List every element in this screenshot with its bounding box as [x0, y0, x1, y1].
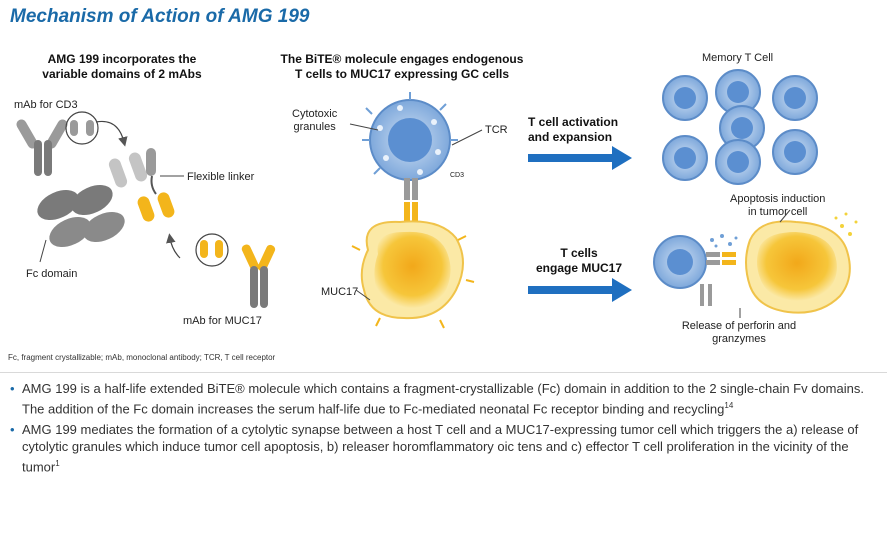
- label-memory-t-cell: Memory T Cell: [702, 52, 774, 64]
- tcr-pointer-line: [451, 129, 483, 146]
- label-muc17: MUC17: [321, 286, 359, 298]
- label-granules-line2: granules: [293, 121, 336, 133]
- label-tcr: TCR: [485, 124, 508, 136]
- label-fc-domain: Fc domain: [26, 268, 78, 280]
- arrow-cd3-to-linker: [95, 120, 128, 147]
- bullet-ref: 1: [55, 459, 60, 469]
- fc-domain-shape: [37, 184, 125, 248]
- panel1-heading: AMG 199 incorporates the variable domain…: [22, 52, 222, 82]
- mab-muc17-antibody: [195, 233, 276, 308]
- arrow2-label-line2: engage MUC17: [535, 261, 623, 275]
- granules-pointer-line: [349, 123, 379, 131]
- arrow2-label-line1: T cells: [560, 246, 598, 260]
- footnote: Fc, fragment crystallizable; mAb, monocl…: [8, 353, 276, 362]
- muc17-pointer-line: [355, 289, 371, 301]
- arrow-activation: [528, 146, 632, 170]
- label-apoptosis: Apoptosis induction in tumor cell: [730, 193, 825, 219]
- bite-bridge: [404, 178, 418, 222]
- divider: [0, 372, 887, 373]
- label-apoptosis-line1: Apoptosis induction: [730, 193, 826, 205]
- label-flexible-linker: Flexible linker: [187, 171, 255, 183]
- arrow2-label: T cells engage MUC17: [524, 246, 634, 276]
- bullet-text: AMG 199 mediates the formation of a cyto…: [22, 422, 859, 475]
- page-title: Mechanism of Action of AMG 199: [10, 6, 310, 27]
- label-mab-muc17: mAb for MUC17: [183, 315, 262, 327]
- label-cytotoxic-granules: Cytotoxic granules: [292, 108, 337, 134]
- mechanism-illustration: [16, 69, 858, 329]
- cd3-highlight-circle: [65, 111, 99, 145]
- bullet-list: •AMG 199 is a half-life extended BiTE® m…: [8, 380, 878, 480]
- arrow1-label: T cell activation and expansion: [528, 115, 643, 145]
- synapse-t-cell: [653, 235, 707, 289]
- fc-pointer-line: [39, 239, 47, 263]
- label-apoptosis-line2: in tumor cell: [748, 206, 808, 218]
- label-release-line1: Release of perforin and: [681, 320, 797, 332]
- panel1-heading-line1: AMG 199 incorporates the: [47, 52, 197, 66]
- bullet-ref: 14: [724, 401, 734, 410]
- label-mab-cd3: mAb for CD3: [14, 99, 78, 111]
- bullet-text: AMG 199 is a half-life extended BiTE® mo…: [22, 381, 864, 417]
- bullet-item: •AMG 199 is a half-life extended BiTE® m…: [10, 381, 864, 417]
- arrow1-label-line1: T cell activation: [528, 115, 619, 129]
- arrow1-label-line2: and expansion: [528, 130, 613, 144]
- label-granules-line1: Cytotoxic: [292, 108, 338, 120]
- panel2-heading: The BiTE® molecule engages endogenous T …: [262, 52, 542, 82]
- panel1-heading-line2: variable domains of 2 mAbs: [42, 67, 202, 81]
- synapse-bite: [700, 252, 736, 306]
- apoptosis-pointer-line: [779, 209, 791, 223]
- muc17-highlight-circle: [195, 233, 229, 267]
- memory-t-cell-cluster: [662, 69, 818, 185]
- apoptotic-tumor-cell: [745, 212, 858, 314]
- bullet-item: •AMG 199 mediates the formation of a cyt…: [10, 422, 859, 475]
- bite-construct: [108, 148, 175, 222]
- arrow-engage: [528, 278, 632, 302]
- t-cell-large: [362, 92, 458, 181]
- panel2-heading-line2: T cells to MUC17 expressing GC cells: [294, 67, 510, 81]
- mab-cd3-antibody: [16, 111, 99, 176]
- arrow-muc17-to-linker: [166, 233, 181, 259]
- panel2-heading-line1: The BiTE® molecule engages endogenous: [280, 52, 524, 66]
- label-release-line2: granzymes: [712, 333, 766, 345]
- label-release: Release of perforin and granzymes: [654, 320, 824, 346]
- tumor-cell-large: [351, 220, 475, 329]
- label-cd3-small: CD3: [450, 172, 465, 179]
- perforin-granules: [710, 234, 738, 248]
